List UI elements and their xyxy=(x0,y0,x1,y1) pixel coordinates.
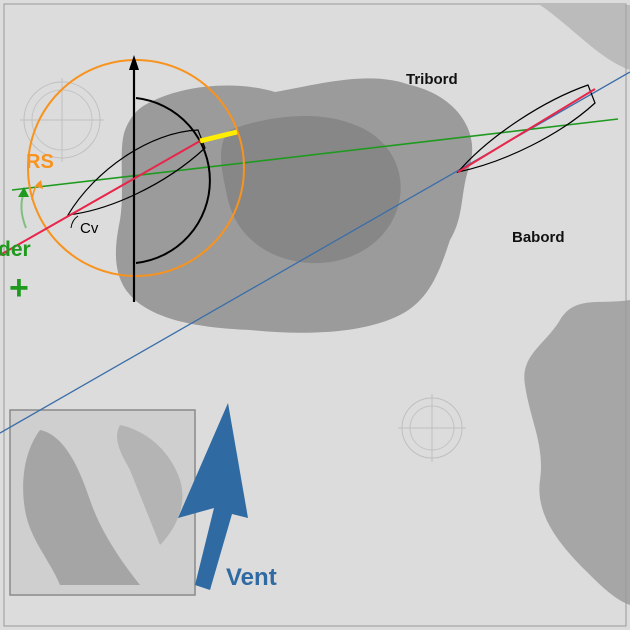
red-heading-line-left xyxy=(0,140,201,256)
red-heading-line-right xyxy=(457,88,596,173)
inset-map xyxy=(9,409,196,596)
black-semicircle xyxy=(135,97,211,264)
island-highland xyxy=(221,115,401,264)
compass-rose-bottom xyxy=(398,394,466,462)
vertical-axis-arrowhead xyxy=(129,55,139,70)
boat-hull-right xyxy=(456,84,596,173)
label-babord: Babord xyxy=(512,229,565,246)
label-tribord: Tribord xyxy=(406,71,458,88)
wind-arrow xyxy=(178,403,248,590)
east-coast-upper xyxy=(540,5,630,70)
label-der: der xyxy=(0,238,31,261)
label-rs: RS xyxy=(26,151,54,173)
green-reference-line xyxy=(11,118,619,191)
yellow-highlight xyxy=(199,129,238,144)
label-vent: Vent xyxy=(226,564,277,591)
label-cv: Cv xyxy=(80,220,99,237)
east-coast-land xyxy=(524,300,630,605)
der-small-arrowhead xyxy=(18,187,29,197)
cv-small-arc xyxy=(70,215,79,229)
rs-small-arrowhead xyxy=(35,180,43,189)
orange-arc xyxy=(27,59,245,277)
label-plus: + xyxy=(9,269,29,307)
